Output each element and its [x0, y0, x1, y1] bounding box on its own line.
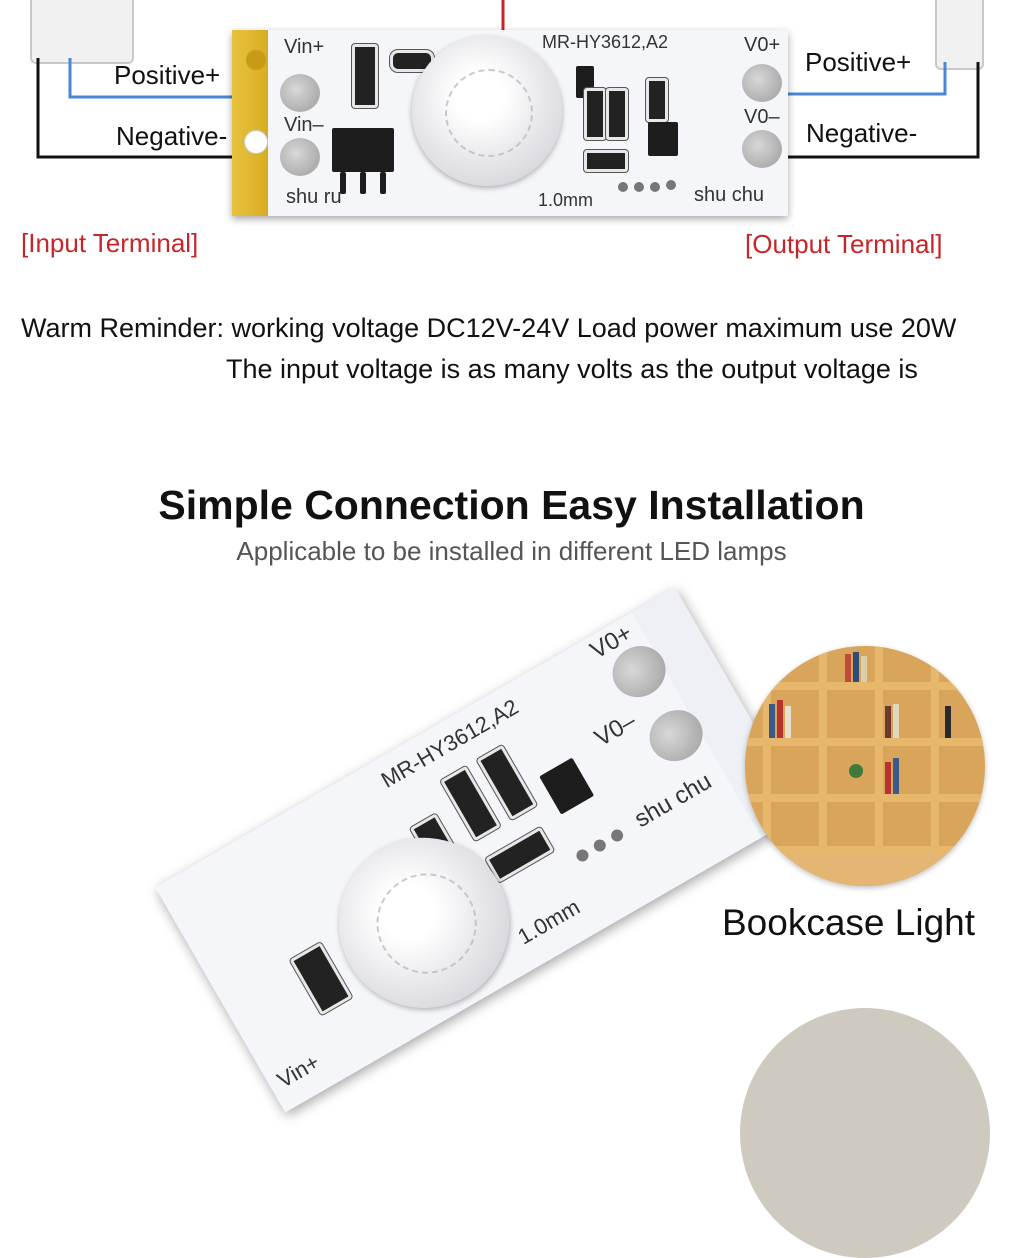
regulator-chip — [332, 128, 394, 172]
book-9 — [945, 706, 951, 738]
silk-vin-plus: Vin+ — [284, 36, 325, 58]
yellow-hole — [246, 50, 266, 70]
silk-thickness: 1.0mm — [538, 190, 594, 210]
left-positive-wire — [68, 58, 232, 99]
lower-resistor-5 — [289, 942, 353, 1016]
lower-resistor-4 — [485, 826, 555, 883]
input-terminal-label: [Input Terminal] — [21, 228, 199, 258]
left-negative-wire — [36, 58, 232, 159]
shelf-board-h4 — [745, 846, 985, 854]
book-4 — [845, 654, 851, 682]
book-3 — [785, 706, 791, 738]
book-10 — [885, 762, 891, 794]
section-subtitle: Applicable to be installed in different … — [236, 536, 787, 566]
book-6 — [861, 656, 867, 682]
lower-test-dot-1 — [574, 847, 591, 864]
right-negative-label: Negative- — [806, 118, 918, 148]
test-dot-1 — [618, 182, 628, 192]
pir-sensor-dome — [412, 36, 562, 186]
right-negative-wire — [788, 62, 980, 159]
book-2 — [777, 700, 783, 738]
lower-silk-thickness: 1.0mm — [513, 894, 585, 950]
pad-vo-plus — [742, 64, 782, 102]
book-11 — [893, 758, 899, 794]
resistor-6 — [584, 150, 628, 172]
next-application-photo — [740, 1008, 990, 1258]
lower-cabinet — [745, 854, 985, 886]
left-negative-label: Negative- — [116, 121, 228, 151]
test-dot-4 — [666, 180, 676, 190]
right-connector — [935, 0, 984, 70]
silk-vo-plus: V0+ — [744, 34, 781, 56]
silk-board-code: MR-HY3612,A2 — [542, 32, 669, 52]
silk-shu-chu: shu chu — [694, 184, 765, 206]
right-positive-label: Positive+ — [805, 47, 912, 77]
book-7 — [885, 706, 891, 738]
shelf-divider-v4 — [931, 646, 939, 886]
pad-vin-minus — [280, 138, 320, 176]
section-title: Simple Connection Easy Installation — [158, 482, 865, 528]
lower-transistor-chip — [539, 757, 595, 815]
shelf-divider-v2 — [819, 646, 827, 886]
lower-test-dot-2 — [591, 837, 608, 854]
lower-test-dot-3 — [608, 827, 626, 844]
book-5 — [853, 652, 859, 682]
silk-vin-minus: Vin– — [284, 114, 324, 136]
bookcase-photo — [745, 646, 985, 886]
book-1 — [769, 704, 775, 738]
regulator-leg-1 — [340, 172, 346, 194]
pad-vin-plus — [280, 74, 320, 112]
left-positive-label: Positive+ — [114, 60, 221, 90]
pad-vo-minus — [742, 130, 782, 168]
right-positive-wire — [788, 62, 947, 96]
plant-icon — [849, 764, 863, 778]
transistor-chip — [648, 122, 678, 156]
silk-shu-ru: shu ru — [286, 186, 342, 208]
shelf-divider-v3 — [875, 646, 883, 886]
regulator-leg-2 — [360, 172, 366, 194]
bookcase-light-label: Bookcase Light — [722, 902, 976, 943]
lower-pir-sensor-dome — [307, 806, 540, 1039]
shelf-board-h3 — [745, 794, 985, 802]
lower-silk-shu-chu: shu chu — [629, 767, 717, 834]
lower-silk-vin-plus: Vin+ — [272, 1049, 324, 1093]
lower-sensor-board: V0+ V0– shu chu MR-HY3612,A2 1.0mm Vin+ — [155, 587, 805, 1113]
resistor-4 — [606, 88, 628, 140]
silk-vo-minus: V0– — [744, 106, 780, 128]
sensor-board: Vin+ Vin– shu ru MR-HY3612,A2 V0+ V0– sh… — [232, 30, 788, 216]
regulator-leg-3 — [380, 172, 386, 194]
resistor-3 — [584, 88, 606, 140]
test-dot-3 — [650, 182, 660, 192]
test-dot-2 — [634, 182, 644, 192]
white-hole — [244, 130, 268, 154]
lower-silk-vo-minus: V0– — [590, 707, 641, 753]
output-terminal-label: [Output Terminal] — [745, 229, 943, 259]
book-8 — [893, 704, 899, 738]
left-connector — [30, 0, 134, 64]
resistor-1 — [352, 44, 378, 108]
reminder-line-2: The input voltage is as many volts as th… — [226, 354, 918, 384]
resistor-5 — [646, 78, 668, 122]
shelf-divider-v1 — [763, 646, 771, 886]
shelf-board-h2 — [745, 738, 985, 746]
reminder-line-1: Warm Reminder: working voltage DC12V-24V… — [21, 313, 957, 343]
shelf-board-h1 — [745, 682, 985, 690]
